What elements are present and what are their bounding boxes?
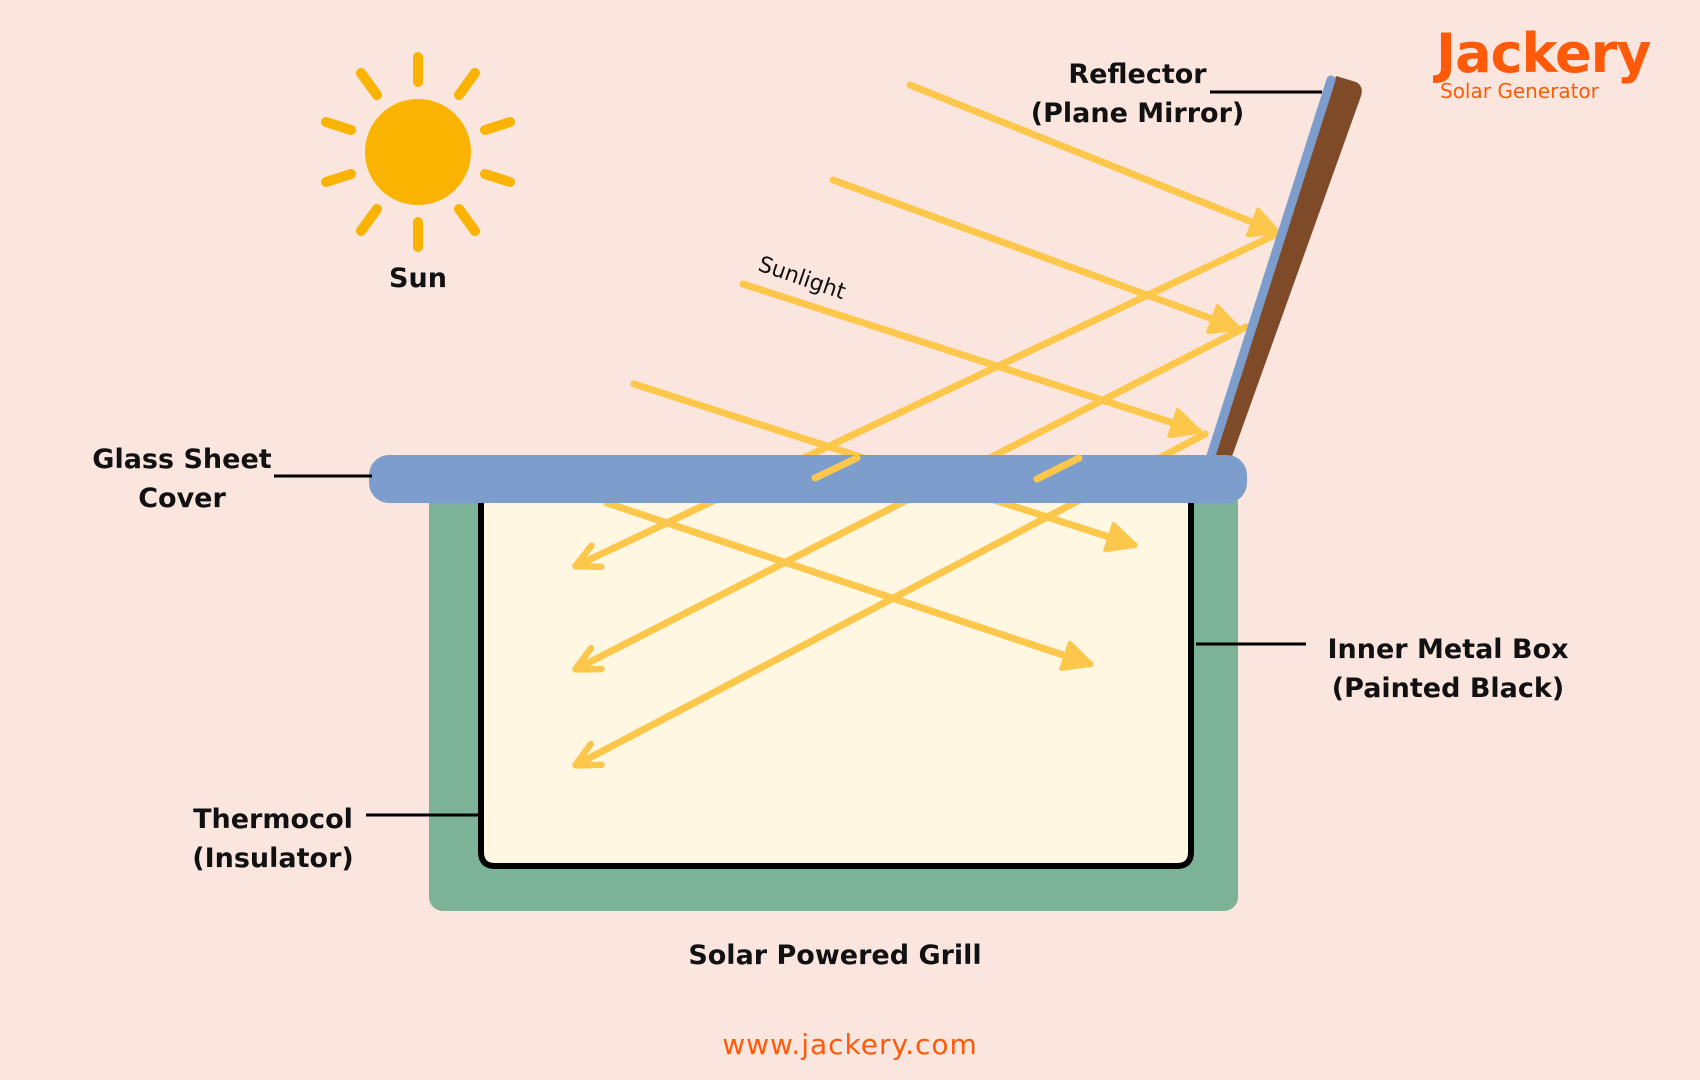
- inner-metal-box: [478, 495, 1194, 869]
- thermocol-label: Thermocol (Insulator): [173, 800, 373, 878]
- brand-tagline: Solar Generator: [1440, 79, 1599, 103]
- diagram-title: Solar Powered Grill: [688, 940, 982, 971]
- sun-ray: [321, 169, 356, 187]
- sun-icon: [321, 52, 515, 252]
- reflected-ray: [578, 229, 1283, 565]
- incoming-ray: [906, 81, 1277, 232]
- glass-sheet-label: Glass Sheet Cover: [82, 440, 282, 518]
- sun-ray: [356, 68, 382, 100]
- sun-rays: [321, 52, 515, 252]
- brand-logo: Jackery: [1436, 22, 1651, 85]
- inner-metal-box-label-line2: (Painted Black): [1331, 673, 1565, 704]
- glass-sheet-label-line2: Cover: [138, 483, 226, 514]
- reflector-backing: [1208, 76, 1362, 462]
- incoming-ray: [603, 499, 1090, 664]
- sun-ray: [480, 117, 515, 135]
- inner-metal-box-label-line1: Inner Metal Box: [1327, 634, 1569, 665]
- reflector-plane-mirror: [1204, 75, 1362, 467]
- sun-ray: [454, 68, 480, 100]
- glass-sheet-label-line1: Glass Sheet: [92, 444, 272, 475]
- sun-ray: [454, 204, 480, 236]
- reflector-label-line2: (Plane Mirror): [1030, 98, 1245, 129]
- sun-label: Sun: [389, 263, 447, 294]
- thermocol-label-line2: (Insulator): [192, 843, 354, 874]
- thermocol-label-line1: Thermocol: [193, 804, 353, 835]
- sun-ray: [356, 204, 382, 236]
- mirror-surface: [1204, 75, 1336, 467]
- reflected-ray-segment: [1033, 454, 1083, 483]
- reflector-label: Reflector (Plane Mirror): [1020, 55, 1255, 133]
- reflected-ray-segment: [811, 454, 861, 482]
- inner-metal-box-label: Inner Metal Box (Painted Black): [1318, 630, 1578, 708]
- sun-ray: [480, 169, 515, 187]
- incoming-ray: [739, 280, 1198, 431]
- sun-ray: [321, 117, 356, 135]
- leader-lines: [274, 90, 1322, 817]
- glass-sheet-cover: [369, 455, 1247, 503]
- reflector-label-line1: Reflector: [1068, 59, 1207, 90]
- rays-over-glass: [811, 454, 1083, 483]
- sun-disc: [365, 99, 471, 205]
- website-link[interactable]: www.jackery.com: [722, 1028, 978, 1061]
- incoming-ray: [829, 176, 1237, 328]
